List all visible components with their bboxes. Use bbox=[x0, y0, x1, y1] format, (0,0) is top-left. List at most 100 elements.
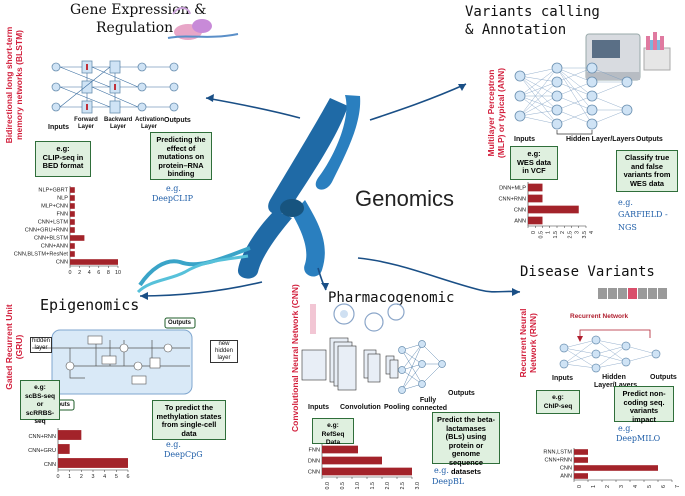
gene-output-box: Predicting the effect of mutations on pr… bbox=[150, 132, 212, 180]
bar bbox=[70, 203, 75, 209]
tick-label: 3 bbox=[619, 485, 625, 488]
tick-label: 1.0 bbox=[355, 482, 361, 490]
disease-title: Disease Variants bbox=[520, 264, 655, 280]
category-label: CNN+BLSTM bbox=[34, 236, 68, 242]
tick-label: 2.5 bbox=[400, 482, 406, 490]
category-label: CNN+ANN bbox=[41, 244, 68, 250]
epi-inputs-label: Inputs bbox=[52, 402, 70, 408]
bar bbox=[70, 251, 75, 257]
tick-label: 0.0 bbox=[325, 482, 331, 490]
tick-label: 1 bbox=[591, 485, 597, 488]
bar bbox=[70, 219, 75, 225]
tick-label: 2.5 bbox=[567, 231, 573, 239]
tick-label: 2 bbox=[605, 485, 611, 488]
bar bbox=[58, 430, 82, 440]
variants-title-line1: Variants calling bbox=[465, 4, 600, 20]
bar bbox=[58, 444, 70, 454]
gene-vertical-title: Bidirectional long short-term memory net… bbox=[4, 26, 24, 144]
epi-tool: DeepCpG bbox=[164, 450, 203, 459]
gene-activation-label: Activation Layer bbox=[135, 117, 165, 130]
category-label: CNN+RNN bbox=[28, 434, 56, 440]
tick-label: 0 bbox=[57, 474, 60, 480]
bar bbox=[70, 211, 75, 217]
tick-label: 3 bbox=[92, 474, 95, 480]
bar bbox=[574, 473, 588, 479]
category-label: MLP+CNN bbox=[41, 204, 68, 210]
bar bbox=[70, 243, 75, 249]
gene-bar-chart: NLP+GBRTNLPMLP+CNNFNNCNN+LSTMCNN+GRU+RNN… bbox=[14, 186, 121, 276]
disease-rnn-label: Recurrent Network bbox=[570, 313, 629, 320]
disease-output-box: Predict non-coding seq. variants impact bbox=[614, 386, 674, 424]
tick-label: 0 bbox=[69, 270, 72, 276]
tick-label: 2 bbox=[80, 474, 83, 480]
category-label: CNN+GRU+RNN bbox=[25, 228, 68, 234]
pharma-eg: e.g. bbox=[434, 466, 449, 475]
variants-inputs-label: Inputs bbox=[514, 136, 535, 143]
tick-label: 4 bbox=[103, 474, 106, 480]
category-label: DNN bbox=[308, 459, 320, 465]
category-label: FNN bbox=[309, 448, 321, 454]
gene-outputs-label: Outputs bbox=[164, 117, 191, 124]
pharma-input-box: e.g: RefSeq Data bbox=[312, 418, 354, 446]
bar bbox=[322, 445, 358, 454]
category-label: CNN+GRU bbox=[28, 448, 56, 454]
tick-label: 3.5 bbox=[582, 231, 588, 239]
epi-outputs-label: Outputs bbox=[168, 320, 191, 326]
category-label: CNN bbox=[44, 462, 56, 468]
epi-eg: e.g. bbox=[166, 440, 181, 449]
rna-polymerase-icon bbox=[167, 7, 239, 40]
gru-diagram bbox=[32, 317, 196, 411]
category-label: NLP bbox=[57, 196, 68, 202]
bar bbox=[574, 449, 588, 455]
disease-tool: DeepMILO bbox=[616, 434, 661, 443]
category-label: CNN+RNN bbox=[498, 197, 526, 203]
tick-label: 1.5 bbox=[370, 482, 376, 490]
pharma-fully-label: Fully connected bbox=[412, 397, 448, 412]
epi-new-hidden-label: new hidden layer bbox=[210, 340, 238, 363]
virus-icon bbox=[310, 303, 405, 334]
category-label: NLP+GBRT bbox=[38, 188, 68, 194]
tick-label: 7 bbox=[675, 485, 681, 488]
tick-label: 10 bbox=[115, 270, 121, 276]
variants-tool: GARFIELD - NGS bbox=[618, 210, 668, 232]
dna-blocks-icon bbox=[598, 288, 667, 299]
bar bbox=[70, 195, 75, 201]
tick-label: 5 bbox=[115, 474, 118, 480]
bar bbox=[528, 194, 543, 203]
bar bbox=[574, 457, 588, 463]
category-label: CNN bbox=[560, 466, 572, 472]
category-label: ANN bbox=[560, 474, 572, 480]
category-label: CNN bbox=[308, 470, 320, 476]
pharma-tool: DeepBL bbox=[432, 477, 465, 486]
tick-label: 1 bbox=[546, 231, 552, 234]
tick-label: 0.5 bbox=[538, 231, 544, 239]
bar bbox=[528, 183, 543, 192]
category-label: CNN,BLSTM+ResNet bbox=[14, 252, 69, 258]
bar bbox=[528, 216, 543, 225]
variants-vertical-title: Multilayer Perceptron (MLP) or typical (… bbox=[486, 67, 506, 159]
variants-input-box: e.g: WES data in VCF bbox=[510, 146, 558, 180]
mlp-diagram bbox=[514, 62, 633, 135]
gene-tool: DeepCLIP bbox=[152, 194, 193, 203]
tick-label: 1 bbox=[68, 474, 71, 480]
bar bbox=[58, 458, 128, 468]
category-label: ANN bbox=[514, 219, 526, 225]
bar bbox=[70, 187, 75, 193]
variants-outputs-label: Outputs bbox=[636, 136, 663, 143]
category-label: FNN bbox=[57, 212, 69, 218]
disease-outputs-label: Outputs bbox=[650, 374, 677, 381]
rnn-diagram bbox=[559, 329, 661, 373]
bar bbox=[322, 467, 412, 476]
tick-label: 4 bbox=[589, 231, 595, 234]
tick-label: 0.5 bbox=[340, 482, 346, 490]
tick-label: 4 bbox=[633, 485, 639, 488]
tick-label: 5 bbox=[647, 485, 653, 488]
epi-hidden-label: hidden layer bbox=[30, 337, 52, 353]
category-label: RNN,LSTM bbox=[543, 450, 572, 456]
epi-title: Epigenomics bbox=[40, 296, 140, 314]
disease-input-box: e.g: ChIP-seq bbox=[536, 390, 580, 414]
tick-label: 6 bbox=[97, 270, 100, 276]
gene-forward-label: Forward Layer bbox=[74, 117, 98, 130]
